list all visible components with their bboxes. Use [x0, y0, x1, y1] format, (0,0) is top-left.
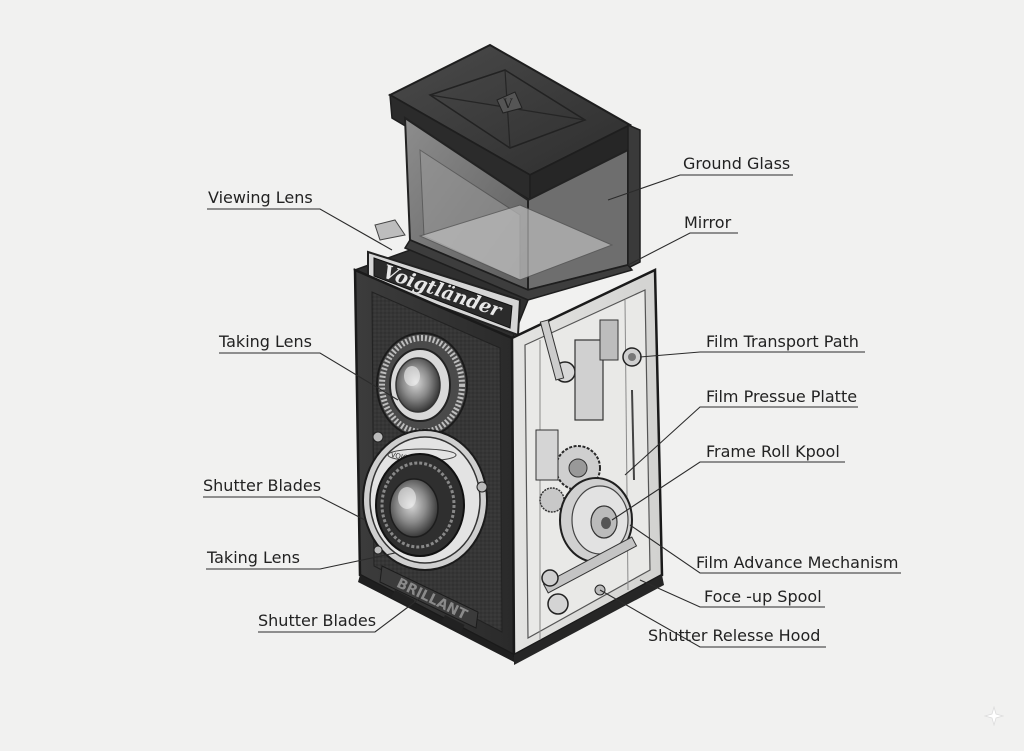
label-film-pressure-plate: Film Pressue Platte	[706, 388, 857, 406]
label-taking-lens-lower: Taking Lens	[207, 549, 300, 567]
leader-mirror	[628, 233, 738, 265]
leader-film-transport	[640, 352, 865, 357]
label-taking-lens-upper: Taking Lens	[219, 333, 312, 351]
leader-viewing-lens	[207, 209, 392, 250]
label-shutter-release-hood: Shutter Relesse Hood	[648, 627, 820, 645]
label-film-transport-path: Film Transport Path	[706, 333, 859, 351]
label-take-up-spool: Foce -up Spool	[704, 588, 822, 606]
label-ground-glass: Ground Glass	[683, 155, 790, 173]
side-cutaway	[512, 270, 664, 665]
label-film-advance-mechanism: Film Advance Mechanism	[696, 554, 898, 572]
viewing-lens-assembly	[377, 333, 467, 437]
label-mirror: Mirror	[684, 214, 731, 232]
label-shutter-blades-upper: Shutter Blades	[203, 477, 321, 495]
leader-shutter-blades-upper	[203, 497, 365, 520]
sparkle-icon	[984, 706, 1004, 726]
label-frame-roll-spool: Frame Roll Kpool	[706, 443, 840, 461]
hood-emblem: V	[502, 97, 513, 112]
label-viewing-lens: Viewing Lens	[208, 189, 313, 207]
taking-lens-assembly: VOIGTLANDER	[363, 430, 487, 570]
label-shutter-blades-lower: Shutter Blades	[258, 612, 376, 630]
